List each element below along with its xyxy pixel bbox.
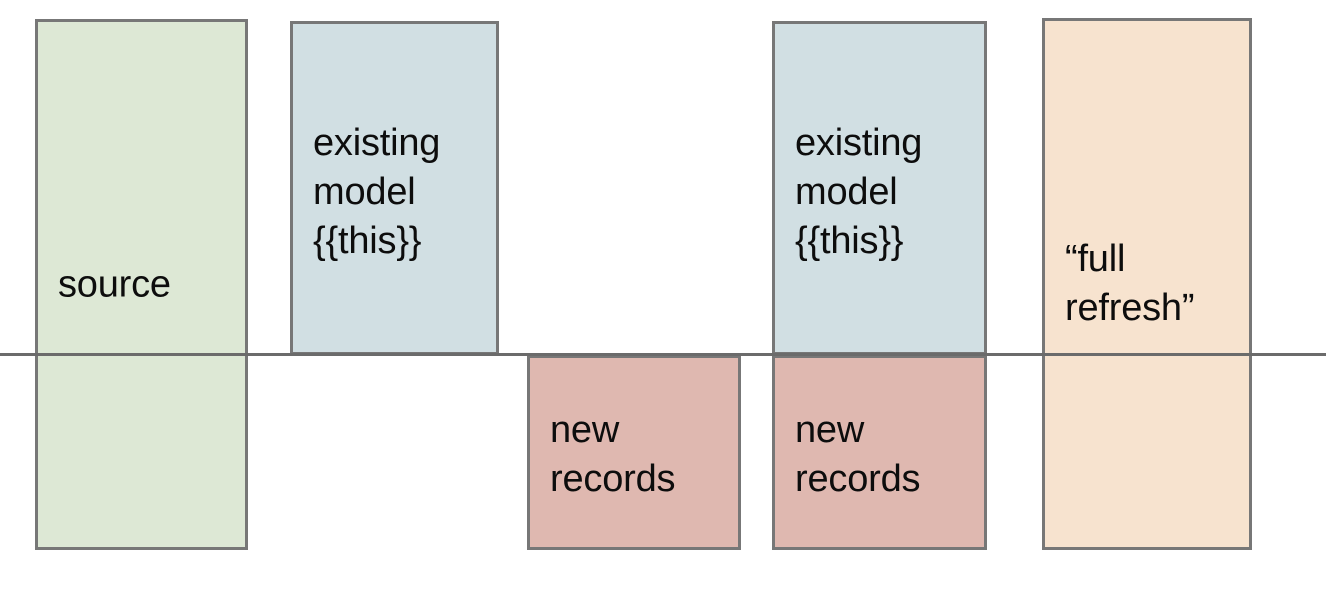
block-new-records-2[interactable]: new records [772,355,987,550]
horizontal-baseline [0,353,1326,356]
block-new-records-2-label: new records [795,409,921,500]
block-full-refresh-label: “full refresh” [1065,238,1195,329]
block-existing-model-2-label: existing model {{this}} [795,122,923,262]
block-existing-model-1[interactable]: existing model {{this}} [290,21,499,355]
block-source-label: source [58,263,171,305]
block-existing-model-2[interactable]: existing model {{this}} [772,21,987,355]
block-new-records-1-label: new records [550,409,676,500]
block-full-refresh[interactable]: “full refresh” [1042,18,1252,550]
block-new-records-1[interactable]: new records [527,355,741,550]
block-existing-model-1-label: existing model {{this}} [313,122,441,262]
block-source[interactable]: source [35,19,248,550]
